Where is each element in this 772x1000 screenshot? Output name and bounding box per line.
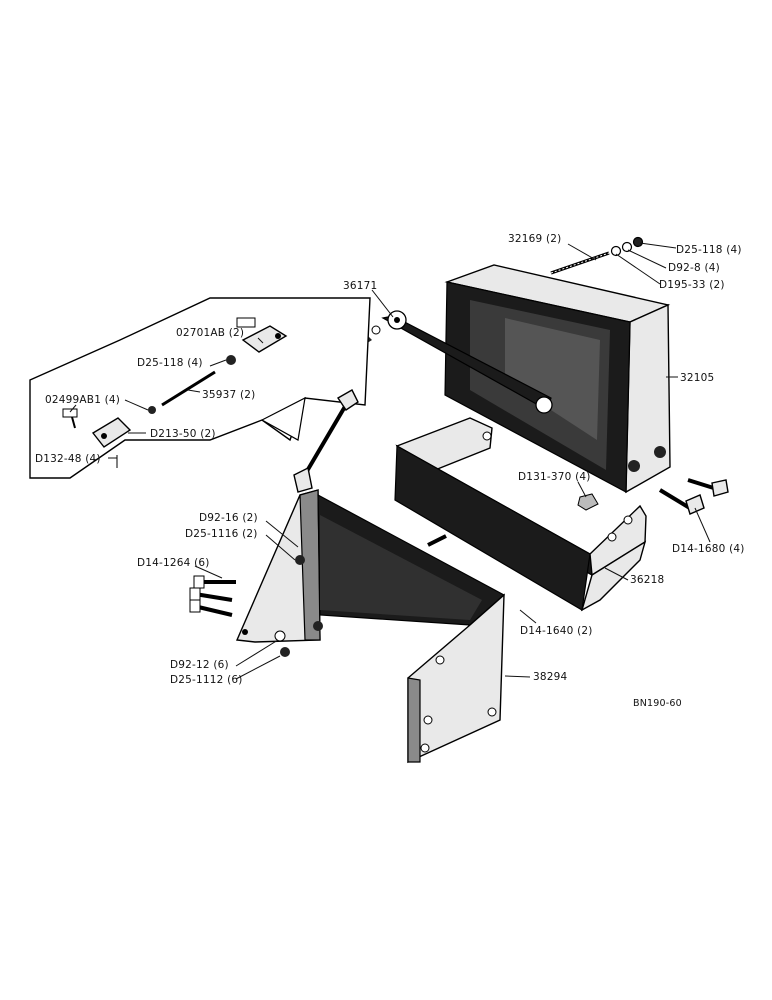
label-d14-1680: D14-1680 (4) — [672, 543, 745, 555]
label-36218: 36218 — [630, 574, 664, 586]
label-d25-1112: D25-1112 (6) — [170, 674, 243, 686]
label-32105: 32105 — [680, 372, 714, 384]
label-d14-1264: D14-1264 (6) — [137, 557, 210, 569]
label-02499ab1: 02499AB1 (4) — [45, 394, 120, 406]
bolts-d14-1680 — [658, 478, 729, 515]
bolt-d14-1640 — [427, 534, 447, 547]
reference-code: BN190-60 — [633, 698, 682, 709]
counterweight-32105 — [444, 264, 671, 494]
stud-32169 — [550, 236, 644, 275]
label-d92-12: D92-12 (6) — [170, 659, 229, 671]
assembled-linkage — [293, 389, 359, 493]
label-d92-8: D92-8 (4) — [668, 262, 720, 274]
label-d14-1640: D14-1640 (2) — [520, 625, 593, 637]
label-d213-50: D213-50 (2) — [150, 428, 216, 440]
frame-38294 — [235, 489, 506, 764]
label-d25-118-top: D25-118 (4) — [676, 244, 742, 256]
leader-lines — [69, 242, 711, 680]
label-d92-16: D92-16 (2) — [199, 512, 258, 524]
nut-d131-370 — [577, 493, 599, 511]
label-38294: 38294 — [533, 671, 568, 683]
strap-36171 — [358, 310, 553, 414]
label-d25-1116: D25-1116 (2) — [185, 528, 258, 540]
label-35937: 35937 (2) — [202, 389, 255, 401]
label-d132-48: D132-48 (4) — [35, 453, 101, 465]
labels: 32169 (2) D25-118 (4) D92-8 (4) D195-33 … — [35, 233, 745, 709]
label-02701ab: 02701AB (2) — [176, 327, 244, 339]
label-d131-370: D131-370 (4) — [518, 471, 591, 483]
label-32169: 32169 (2) — [508, 233, 561, 245]
label-36171: 36171 — [343, 280, 377, 292]
bolts-d14-1264 — [189, 555, 323, 657]
label-d25-118-inset: D25-118 (4) — [137, 357, 203, 369]
bracket-36218 — [394, 417, 647, 612]
label-d195-33: D195-33 (2) — [659, 279, 725, 291]
callout-arrow — [260, 396, 306, 441]
